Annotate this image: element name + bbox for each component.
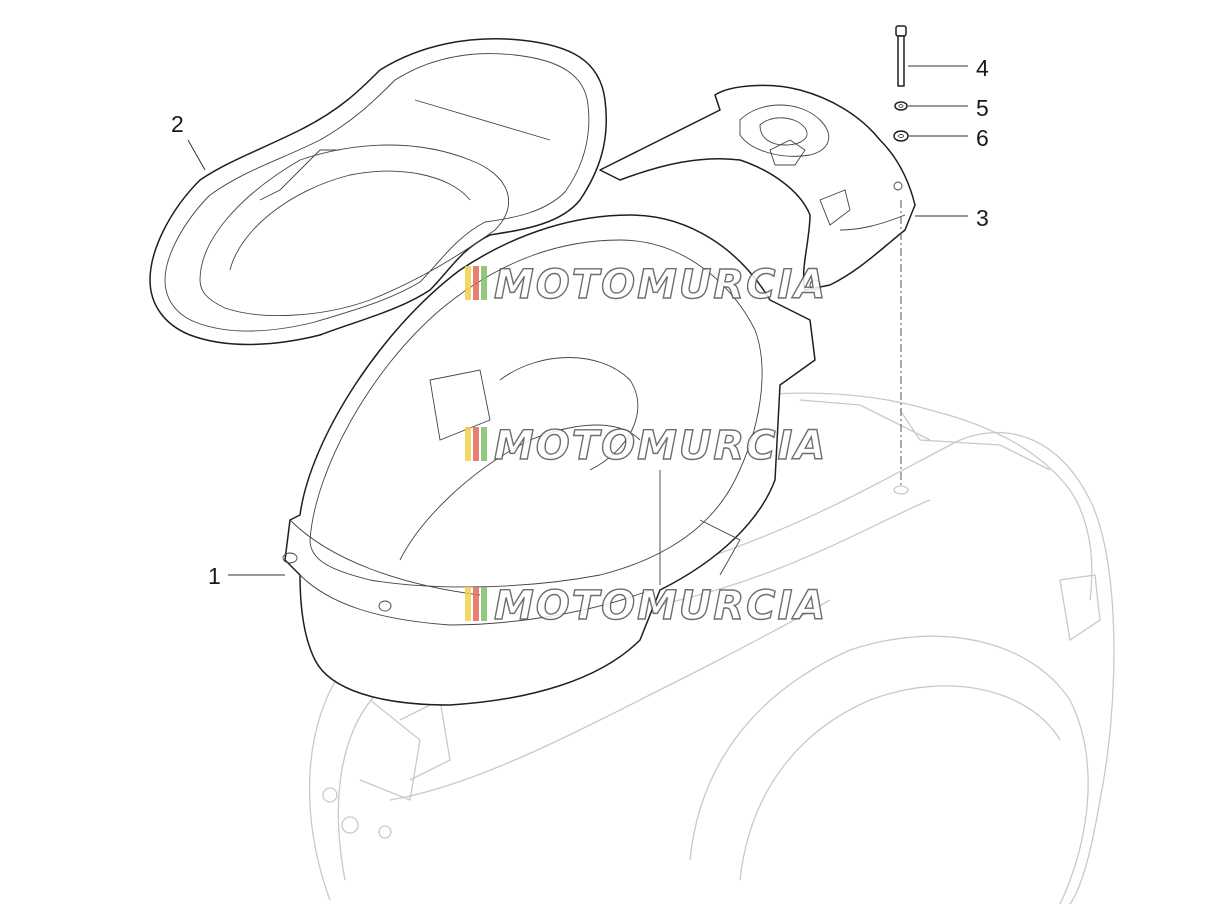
part-5-washer [894, 101, 908, 111]
part-2-lid [149, 38, 608, 346]
watermark-flag-stripe-2 [473, 427, 479, 461]
callout-6: 6 [976, 125, 989, 151]
watermark-text: MOTOMURCIA [494, 583, 827, 629]
watermark-1: MOTOMURCIA [465, 261, 827, 309]
watermark-flag-stripe-1 [465, 427, 471, 461]
watermark-flag-stripe-2 [473, 587, 479, 621]
watermark-flag-stripe-3 [481, 266, 487, 300]
leader-lines [187, 65, 968, 576]
part-1-helmet-compartment [282, 214, 816, 706]
watermark-3: MOTOMURCIA [465, 582, 827, 630]
hardware-fasteners [893, 25, 909, 495]
watermark-flag-stripe-3 [481, 427, 487, 461]
watermark-text: MOTOMURCIA [494, 262, 827, 308]
watermark-flag-stripe-1 [465, 587, 471, 621]
watermark-text: MOTOMURCIA [494, 423, 827, 469]
part-6-washer [893, 130, 909, 142]
watermark-flag-stripe-1 [465, 266, 471, 300]
callout-5: 5 [976, 95, 989, 121]
mount-hole [893, 485, 909, 495]
leader-2 [187, 139, 206, 171]
callout-3: 3 [976, 205, 989, 231]
callout-labels: 1 2 3 4 5 6 [171, 55, 989, 589]
watermark-flag-stripe-3 [481, 587, 487, 621]
watermark-2: MOTOMURCIA [465, 422, 827, 470]
callout-4: 4 [976, 55, 989, 81]
watermark-flag-stripe-2 [473, 266, 479, 300]
callout-1: 1 [208, 563, 221, 589]
part-4-bolt [895, 25, 907, 87]
part-3-bracket [599, 84, 916, 291]
scooter-body-ghost [308, 392, 1115, 904]
callout-2: 2 [171, 111, 184, 137]
